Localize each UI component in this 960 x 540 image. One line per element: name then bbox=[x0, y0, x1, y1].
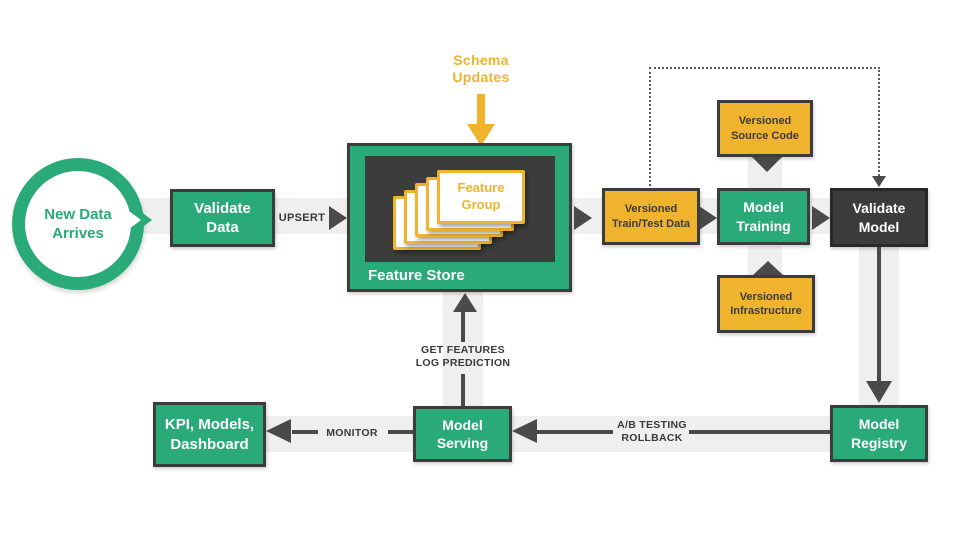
feature-store-inner: Feature Group bbox=[365, 156, 555, 262]
upsert-arrowhead-icon bbox=[329, 206, 347, 230]
feature-store-label: Feature Store bbox=[368, 267, 465, 284]
monitor-label: MONITOR bbox=[326, 427, 378, 439]
model-registry-label: Model Registry bbox=[850, 416, 908, 451]
validate-data-box: Validate Data bbox=[170, 189, 275, 247]
model-training-box: Model Training bbox=[717, 188, 810, 245]
kpi-dashboard-box: KPI, Models, Dashboard bbox=[153, 402, 266, 467]
get-features-line-lower bbox=[461, 374, 465, 406]
model-serving-label: Model Serving bbox=[436, 416, 489, 451]
kpi-arrowhead-icon bbox=[266, 419, 291, 443]
versioned-train-test-label: Versioned Train/Test Data bbox=[611, 203, 691, 230]
validate-data-label: Validate Data bbox=[194, 199, 251, 237]
versioned-source-code-box: Versioned Source Code bbox=[717, 100, 813, 157]
model-registry-box: Model Registry bbox=[830, 405, 928, 462]
validate-to-registry-line bbox=[877, 247, 881, 381]
kpi-dashboard-label: KPI, Models, Dashboard bbox=[164, 416, 255, 453]
training-to-validate-arrowhead-icon bbox=[812, 206, 830, 230]
get-features-label: GET FEATURES LOG PREDICTION bbox=[415, 344, 511, 369]
get-features-line-upper bbox=[461, 311, 465, 342]
dotted-arrowhead-icon bbox=[872, 176, 886, 187]
feature-store-up-arrowhead-icon bbox=[453, 293, 477, 312]
registry-arrowhead-icon bbox=[866, 381, 892, 403]
monitor-line-right bbox=[388, 430, 414, 434]
flow-band-bottom bbox=[266, 416, 830, 452]
train-to-training-arrowhead-icon bbox=[699, 206, 717, 230]
new-data-label: New Data Arrives bbox=[44, 205, 112, 243]
model-serving-box: Model Serving bbox=[413, 406, 512, 462]
feature-group-card-front: Feature Group bbox=[437, 170, 525, 224]
ab-testing-line-left bbox=[537, 430, 613, 434]
versioned-train-test-box: Versioned Train/Test Data bbox=[602, 188, 700, 245]
feature-group-label: Feature Group bbox=[457, 180, 505, 212]
ab-testing-label: A/B TESTING ROLLBACK bbox=[617, 419, 687, 444]
infra-to-training-arrowhead-icon bbox=[753, 261, 783, 275]
schema-updates-label: Schema Updates bbox=[452, 52, 510, 85]
dotted-connector-left bbox=[649, 67, 651, 186]
validate-model-label: Validate Model bbox=[852, 200, 906, 235]
validate-model-box: Validate Model bbox=[830, 188, 928, 247]
feature-store-exit-arrowhead-icon bbox=[574, 206, 592, 230]
feature-store-box: Feature Group Feature Store bbox=[347, 143, 572, 292]
versioned-source-code-label: Versioned Source Code bbox=[731, 115, 799, 142]
new-data-inner-circle: New Data Arrives bbox=[25, 171, 131, 277]
dotted-connector-horizontal bbox=[649, 67, 880, 69]
schema-updates-arrow-shaft bbox=[477, 94, 485, 128]
serving-arrowhead-icon bbox=[512, 419, 537, 443]
monitor-line-left bbox=[292, 430, 318, 434]
model-training-label: Model Training bbox=[736, 199, 791, 234]
source-to-training-arrowhead-icon bbox=[752, 157, 782, 172]
versioned-infrastructure-label: Versioned Infrastructure bbox=[730, 290, 802, 317]
versioned-infrastructure-box: Versioned Infrastructure bbox=[717, 275, 815, 333]
ab-testing-line-right bbox=[689, 430, 830, 434]
upsert-label: UPSERT bbox=[278, 212, 326, 224]
schema-updates-arrowhead-icon bbox=[467, 124, 495, 146]
dotted-connector-right bbox=[878, 67, 880, 176]
